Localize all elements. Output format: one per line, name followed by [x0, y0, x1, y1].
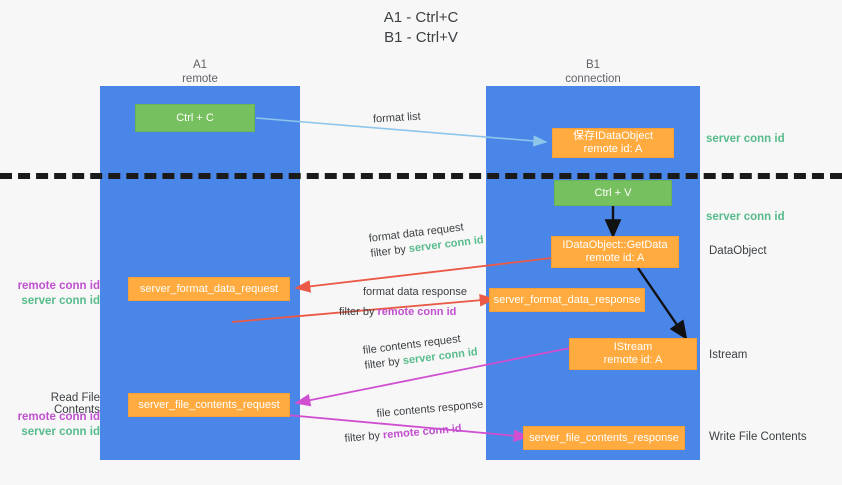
node-ctrl-v[interactable]: Ctrl + V [554, 180, 672, 206]
right-label-dataobject: DataObject [709, 245, 767, 257]
node-server-file-contents-request-label: server_file_contents_request [138, 398, 280, 411]
filter-prefix: filter by [369, 243, 410, 260]
connector-file-contents-request [294, 347, 571, 407]
column-a1-name: A1 [192, 59, 208, 71]
column-b1-name: B1 [585, 59, 601, 71]
edge-label-format-data-response-line1: format data response [363, 286, 467, 298]
filter-prefix: filter by [339, 306, 378, 318]
column-b1-role: connection [565, 73, 621, 85]
node-save-idataobject-line2: remote id: A [583, 143, 643, 155]
left-label-read-file-contents: Read File Contents [50, 392, 100, 416]
node-server-format-data-request-label: server_format_data_request [139, 282, 279, 295]
column-header-a1: A1 remote [100, 58, 300, 86]
filter-prefix: filter by [363, 355, 404, 372]
node-server-file-contents-response-label: server_file_contents_response [529, 431, 679, 444]
connector-format-data-response [231, 293, 496, 323]
left-label-format-server-conn-id: server conn id [21, 295, 100, 307]
node-save-idataobject[interactable]: 保存IDataObject remote id: A [552, 128, 674, 158]
node-istream[interactable]: IStream remote id: A [569, 338, 697, 370]
node-server-file-contents-response[interactable]: server_file_contents_response [523, 426, 685, 450]
node-istream-line1: IStream [613, 341, 653, 353]
filter-value-remote-conn-id: remote conn id [377, 306, 457, 318]
node-server-format-data-request[interactable]: server_format_data_request [128, 277, 290, 301]
right-label-istream: Istream [709, 349, 748, 361]
node-ctrl-c[interactable]: Ctrl + C [135, 104, 255, 132]
node-ctrl-c-label: Ctrl + C [176, 111, 214, 124]
edge-label-format-data-response-line2: filter by remote conn id [339, 305, 467, 320]
node-save-idataobject-line1: 保存IDataObject [572, 130, 654, 142]
left-label-file-conn-ids: remote conn id server conn id [8, 410, 100, 440]
column-a1-role: remote [182, 73, 218, 85]
left-label-file-server-conn-id: server conn id [21, 426, 100, 438]
edge-label-format-list: format list [372, 110, 421, 126]
connector-format-data-request [294, 257, 553, 293]
phase-divider [0, 173, 842, 179]
diagram-title: A1 - Ctrl+C B1 - Ctrl+V [0, 8, 842, 48]
column-header-b1: B1 connection [486, 58, 700, 86]
node-getdata-line2: remote id: A [585, 252, 645, 264]
node-istream-line2: remote id: A [603, 354, 663, 366]
title-line-1: A1 - Ctrl+C [383, 9, 459, 26]
node-ctrl-v-label: Ctrl + V [594, 186, 632, 199]
node-getdata-line1: IDataObject::GetData [562, 239, 668, 251]
connector-format-list [255, 117, 548, 147]
filter-prefix: filter by [344, 429, 384, 445]
left-label-format-remote-conn-id: remote conn id [17, 280, 100, 292]
title-line-2: B1 - Ctrl+V [384, 29, 458, 46]
node-idataobject-getdata[interactable]: IDataObject::GetData remote id: A [551, 236, 679, 268]
left-label-file-remote-conn-id: remote conn id [17, 411, 100, 423]
right-label-server-conn-id-mid: server conn id [706, 211, 785, 223]
node-server-format-data-response[interactable]: server_format_data_response [489, 288, 645, 312]
right-label-write-file-contents: Write File Contents [709, 431, 807, 443]
left-label-format-conn-ids: remote conn id server conn id [8, 279, 100, 309]
node-server-format-data-response-label: server_format_data_response [493, 293, 641, 306]
connector-getdata-to-istream [637, 267, 688, 340]
node-server-file-contents-request[interactable]: server_file_contents_request [128, 393, 290, 417]
edge-label-format-data-response: format data response filter by remote co… [339, 285, 467, 320]
right-label-server-conn-id-top: server conn id [706, 133, 785, 145]
